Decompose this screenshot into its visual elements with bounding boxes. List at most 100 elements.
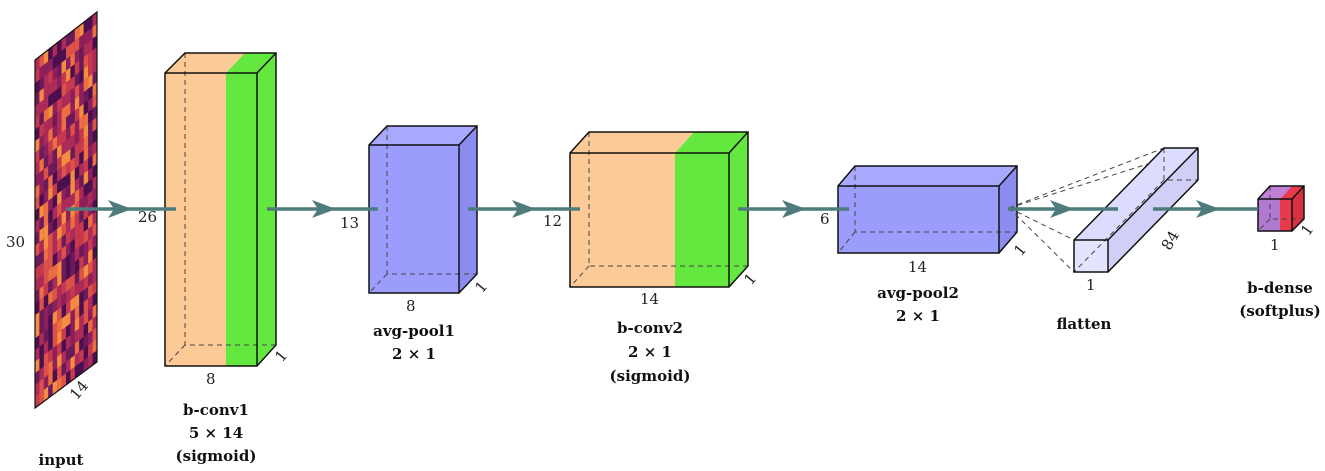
heatmap-cell — [79, 208, 84, 224]
heatmap-cell — [35, 253, 40, 269]
heatmap-cell — [88, 62, 93, 78]
input-height-label: 30 — [6, 233, 25, 251]
heatmap-cell — [39, 296, 44, 312]
heatmap-cell — [70, 29, 75, 45]
heatmap-cell — [57, 144, 62, 160]
heatmap-cell — [57, 306, 62, 322]
heatmap-cell — [52, 170, 58, 186]
heatmap-cell — [57, 365, 62, 380]
heatmap-cell — [52, 124, 58, 140]
b-conv2-width-label: 14 — [640, 290, 659, 308]
heatmap-cell — [35, 311, 40, 327]
arrowhead-icon — [782, 200, 806, 218]
heatmap-cell — [92, 82, 97, 98]
heatmap-cell — [35, 323, 40, 339]
b-conv1-side — [257, 53, 276, 366]
heatmap-cell — [35, 381, 40, 397]
heatmap-cell — [66, 67, 71, 83]
heatmap-cell — [74, 328, 80, 344]
heatmap-cell — [70, 180, 75, 196]
heatmap-cell — [70, 40, 75, 56]
b-dense-front-dense — [1258, 199, 1280, 231]
heatmap-cell — [35, 114, 40, 130]
heatmap-cell — [70, 99, 75, 115]
b-dense-top-activation — [1280, 186, 1304, 199]
heatmap-cell — [48, 208, 53, 224]
heatmap-cell — [66, 114, 71, 130]
heatmap-cell — [70, 296, 75, 312]
heatmap-cell — [74, 351, 80, 367]
heatmap-cell — [61, 94, 66, 110]
heatmap-cell — [83, 275, 89, 291]
heatmap-cell — [83, 18, 89, 34]
heatmap-cell — [39, 192, 44, 208]
heatmap-cell — [74, 316, 80, 332]
heatmap-cell — [61, 36, 66, 52]
heatmap-cell — [43, 363, 49, 379]
heatmap-cell — [92, 303, 97, 319]
heatmap-cell — [39, 99, 44, 115]
heatmap-cell — [43, 293, 49, 309]
heatmap-cell — [92, 105, 97, 121]
heatmap-cell — [79, 290, 84, 306]
heatmap-cell — [66, 218, 71, 234]
heatmap-cell — [39, 308, 44, 324]
b-dense-top-dense — [1258, 186, 1292, 199]
heatmap-cell — [39, 122, 44, 138]
heatmap-cell — [52, 54, 58, 70]
heatmap-cell — [52, 228, 58, 244]
b-conv2-name: b-conv2 — [617, 319, 683, 337]
heatmap-cell — [39, 366, 44, 382]
heatmap-cell — [48, 150, 53, 166]
heatmap-cell — [61, 105, 66, 121]
heatmap-cell — [39, 146, 44, 162]
heatmap-cell — [57, 167, 62, 183]
heatmap-cell — [57, 225, 62, 241]
b-conv2-depth-label: 1 — [740, 270, 760, 289]
heatmap-cell — [92, 117, 97, 133]
heatmap-cell — [52, 298, 58, 314]
heatmap-cell — [92, 93, 97, 109]
heatmap-cell — [92, 23, 97, 39]
heatmap-cell — [39, 273, 44, 289]
heatmap-cell — [66, 148, 71, 164]
heatmap-cell — [70, 75, 75, 91]
heatmap-cell — [88, 38, 93, 54]
avg-pool2-top — [838, 166, 1017, 186]
heatmap-cell — [43, 223, 49, 239]
avg-pool1-top — [369, 126, 477, 145]
heatmap-cell — [83, 147, 89, 163]
heatmap-cell — [52, 310, 58, 326]
heatmap-cell — [83, 100, 89, 116]
heatmap-cell — [74, 270, 80, 286]
avg-pool1-kernel: 2 × 1 — [392, 345, 436, 363]
heatmap-cell — [74, 212, 80, 228]
heatmap-cell — [74, 142, 80, 158]
heatmap-cell — [48, 348, 53, 364]
heatmap-cell — [83, 53, 89, 69]
heatmap-cell — [52, 193, 58, 209]
heatmap-cell — [92, 222, 97, 237]
heatmap-cell — [74, 235, 80, 251]
heatmap-cell — [83, 310, 89, 326]
heatmap-cell — [35, 102, 40, 118]
heatmap-cell — [57, 85, 62, 101]
heatmap-cell — [35, 126, 40, 142]
b-conv2-layer: 12 14 1 b-conv2 2 × 1 (sigmoid) — [543, 131, 760, 385]
heatmap-cell — [70, 133, 75, 149]
heatmap-cell — [35, 288, 40, 304]
heatmap-cell — [61, 315, 66, 331]
heatmap-cell — [52, 263, 58, 279]
heatmap-cell — [74, 223, 80, 239]
heatmap-cell — [52, 205, 58, 221]
heatmap-cell — [74, 177, 80, 193]
heatmap-cell — [83, 30, 89, 46]
heatmap-cell — [39, 262, 44, 278]
heatmap-cell — [48, 371, 53, 387]
flatten-width-label: 1 — [1086, 276, 1096, 294]
heatmap-cell — [52, 379, 58, 395]
flatten-top — [1074, 148, 1198, 240]
b-dense-width-label: 1 — [1270, 236, 1280, 254]
heatmap-cell — [92, 233, 97, 249]
